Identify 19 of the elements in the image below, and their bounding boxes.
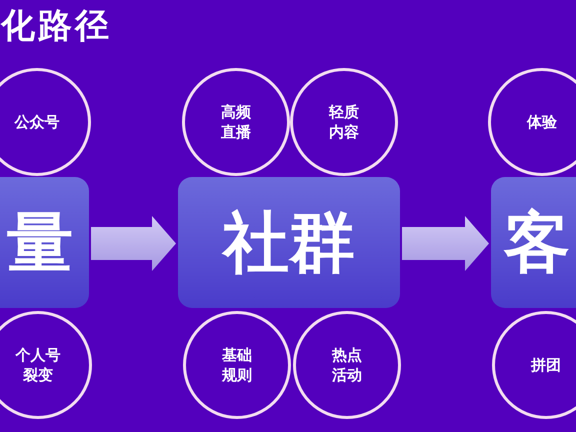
circle-node	[0, 311, 92, 419]
label-text: 公众号	[14, 112, 60, 132]
label-text: 拼团	[531, 355, 561, 375]
label-text: 高频直播	[220, 102, 252, 142]
rounded-box	[178, 177, 400, 308]
label-text: 轻质内容	[328, 102, 360, 142]
label-text: 体验	[527, 112, 557, 132]
large-label: 社群	[223, 206, 355, 278]
block-arrow	[91, 216, 176, 271]
label-text: 基础规则	[220, 345, 253, 385]
circle-node	[492, 311, 576, 419]
large-label: 客	[504, 206, 570, 278]
label-text: 热点活动	[330, 345, 363, 385]
circle-node	[183, 311, 291, 419]
block-arrow	[402, 216, 489, 271]
circle-node	[293, 311, 401, 419]
label-text: 个人号裂变	[14, 345, 62, 385]
title: 化路径	[1, 5, 112, 47]
large-label: 量	[7, 206, 73, 278]
